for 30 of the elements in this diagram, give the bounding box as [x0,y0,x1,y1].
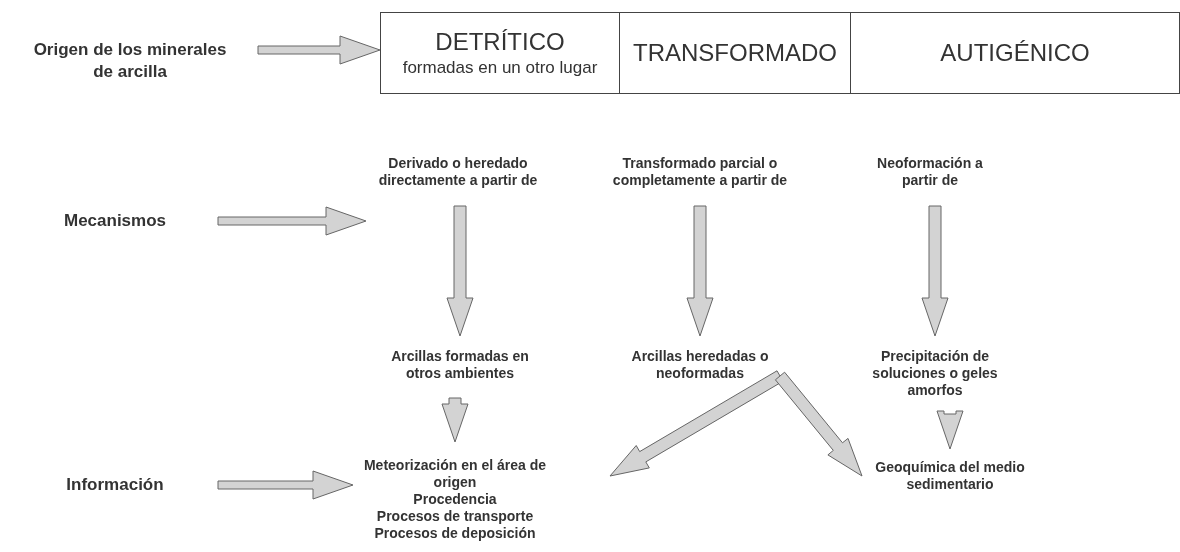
block-arrow [936,410,964,450]
block-arrow [441,397,469,443]
block-arrow [446,205,474,337]
block-arrow [257,35,381,65]
category-box [619,12,851,94]
node-label: Precipitación de soluciones o geles amorfos [871,347,999,399]
block-arrow [686,205,714,337]
block-arrow [217,470,354,500]
node-label: Transformado parcial o completamente a partir de [611,155,789,189]
row-heading: Origen de los minerales de arcilla [32,39,228,83]
category-title: DETRÍTICO [435,27,565,57]
node-label: Neoformación a partir de [876,155,984,189]
node-label: Derivado o heredado directamente a partir de [377,155,539,189]
block-arrow [217,206,367,236]
node-label: Procedencia [413,490,497,508]
node-label: Procesos de transporte [376,507,534,525]
block-arrow [921,205,949,337]
node-label: Procesos de deposición [374,524,536,542]
node-label: Geoquímica del medio sedimentario [874,459,1026,493]
category-box [850,12,1180,94]
category-box [380,12,620,94]
node-label: Meteorización en el área de origen [362,456,548,491]
row-heading: Información [66,474,164,496]
category-title: TRANSFORMADO [633,38,837,68]
block-arrow [774,371,863,477]
node-label: Arcillas formadas en otros ambientes [390,348,530,382]
category-title: AUTIGÉNICO [940,38,1090,68]
node-label: Arcillas heredadas o neoformadas [630,348,770,382]
row-heading: Mecanismos [63,210,166,232]
category-subtitle: formadas en un otro lugar [402,57,598,79]
